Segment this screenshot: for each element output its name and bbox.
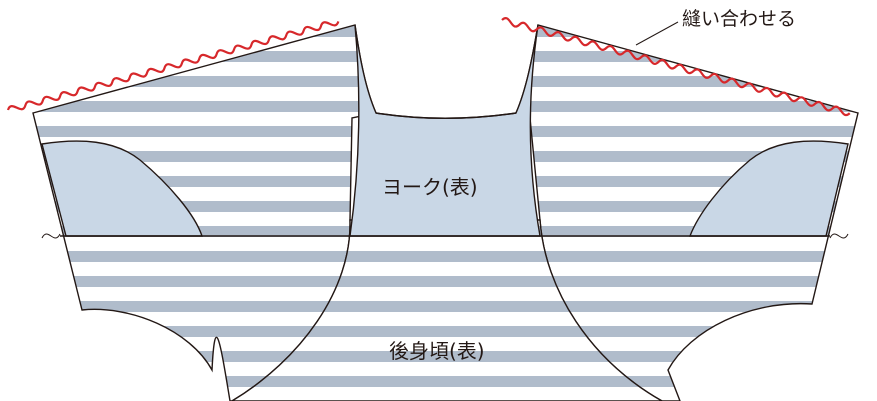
right-break-mark [829, 233, 849, 239]
back-body-label: 後身頃(表) [389, 339, 485, 363]
right-shoulder-stitch [501, 17, 851, 117]
left-shoulder-stitch [6, 21, 340, 111]
leader-line [635, 21, 679, 46]
yoke-right-sleeve [688, 140, 849, 237]
left-break-mark [41, 233, 61, 239]
yoke-neckline [375, 112, 517, 119]
yoke-left-sleeve [41, 140, 203, 237]
sew-together-label: 縫い合わせる [682, 8, 796, 30]
yoke-panel [349, 24, 541, 237]
back-body-center [230, 219, 664, 401]
yoke-label: ヨーク(表) [382, 175, 478, 199]
